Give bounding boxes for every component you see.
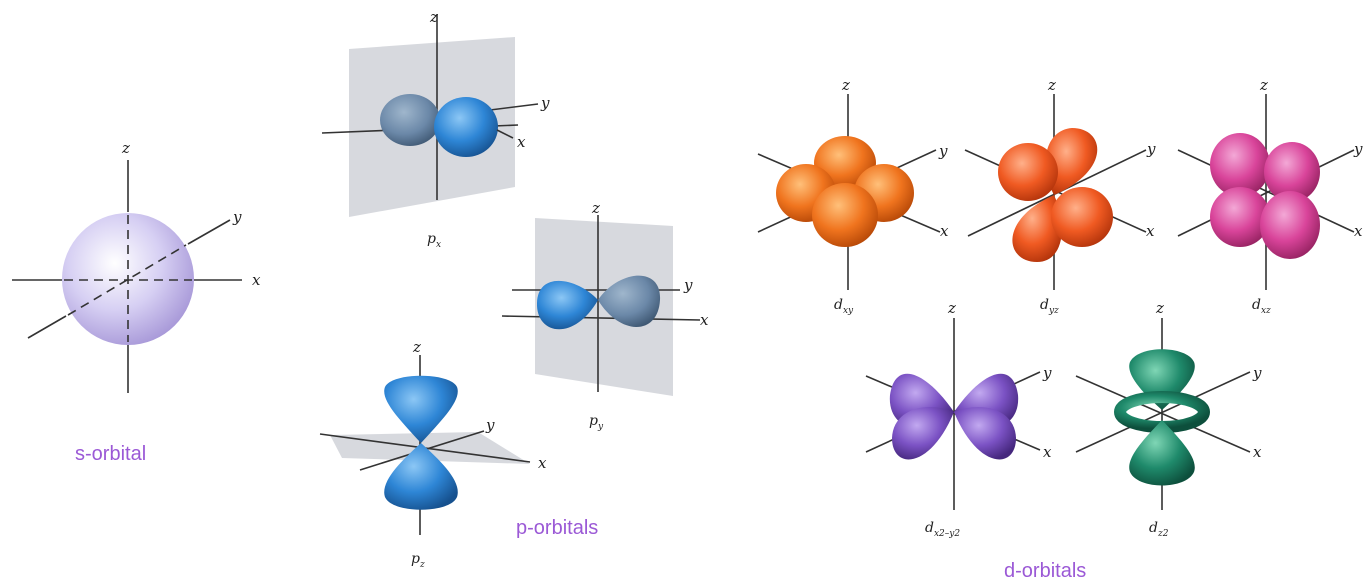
py-orbital-figure: z y x py: [501, 199, 709, 432]
dxz-lobe-lower-left: [1210, 187, 1270, 247]
px-front-lobe: [434, 97, 498, 157]
z-axis-label: z: [412, 338, 421, 356]
y-axis-label: y: [683, 276, 693, 294]
d-orbitals-label: d-orbitals: [1004, 560, 1086, 581]
x-axis-label: x: [1146, 222, 1155, 240]
s-orbital-figure: z y x s-orbital: [12, 139, 261, 465]
z-axis-label: z: [1155, 299, 1164, 317]
y-axis-label: y: [1042, 364, 1052, 382]
dxy-lobe-front: [812, 183, 878, 247]
y-axis-label: y: [232, 208, 242, 226]
z-axis-label: z: [1047, 76, 1056, 94]
y-axis: [187, 219, 231, 245]
z-axis-label: z: [429, 8, 438, 26]
y-axis-label: y: [938, 142, 948, 160]
dxz-lobe-upper-right: [1264, 142, 1320, 202]
dxz-orbital-figure: z y x dxz: [1177, 76, 1363, 316]
z-axis-label: z: [121, 139, 130, 157]
x-axis-label: x: [517, 133, 526, 151]
y-axis-label: y: [1353, 140, 1363, 158]
s-orbital-label: s-orbital: [75, 443, 146, 465]
pz-orbital-figure: z y x pz: [319, 338, 547, 570]
pz-lower-lobe: [384, 443, 458, 510]
py-back-lobe: [598, 275, 661, 327]
x-axis-label: x: [1043, 443, 1052, 461]
dz2-orbital-figure: z y x dz2: [1075, 299, 1262, 539]
x-axis: [1177, 149, 1355, 233]
dxz-lobe-upper-left: [1210, 133, 1270, 197]
dyz-lobe-upper-left: [998, 143, 1058, 201]
y-axis-label: y: [1252, 364, 1262, 382]
pz-label: pz: [411, 551, 425, 570]
dz2-lower-lobe: [1129, 420, 1195, 486]
y-axis-label: y: [485, 416, 495, 434]
x-axis-label: x: [940, 222, 949, 240]
dx2y2-orbital-figure: z y x dx2–y2: [865, 299, 1052, 539]
dyz-lobe-upper-right: [1045, 128, 1098, 195]
px-back-lobe: [380, 94, 440, 146]
y-axis-label: y: [540, 94, 550, 112]
px-label: px: [427, 231, 441, 250]
x-axis-label: x: [252, 271, 261, 289]
dxy-orbital-figure: z y x dxy: [757, 76, 949, 316]
dyz-lobe-lower-right: [1051, 187, 1113, 247]
y-axis-hidden: [67, 244, 187, 316]
x-axis-label: x: [1253, 443, 1262, 461]
x-axis: [501, 315, 701, 321]
dyz-orbital-figure: z y x dyz: [964, 76, 1156, 316]
pz-upper-lobe: [384, 375, 458, 443]
z-axis-label: z: [947, 299, 956, 317]
dxz-lobe-lower-right: [1260, 191, 1320, 259]
dx2y2-lobe-lower-left: [892, 407, 954, 460]
y-axis-lower: [27, 315, 67, 339]
z-axis-label: z: [1259, 76, 1268, 94]
x-axis-label: x: [538, 454, 547, 472]
p-orbitals-label: p-orbitals: [516, 517, 598, 539]
dxz-label: dxz: [1252, 297, 1271, 316]
y-axis: [1075, 371, 1251, 453]
px-orbital-figure: z y x px: [321, 8, 550, 250]
dz2-label: dz2: [1149, 520, 1169, 539]
y-axis-label: y: [1146, 140, 1156, 158]
x-axis-label: x: [700, 311, 709, 329]
x-axis-tip: [496, 129, 514, 139]
py-front-lobe: [536, 280, 598, 330]
dz2-upper-lobe: [1129, 349, 1195, 410]
py-label: py: [589, 413, 604, 432]
z-axis-label: z: [591, 199, 600, 217]
z-axis-label: z: [841, 76, 850, 94]
dx2y2-lobe-lower-right: [954, 407, 1016, 460]
dyz-lobe-lower-left: [1012, 195, 1062, 262]
x-axis-label: x: [1354, 222, 1363, 240]
dxy-label: dxy: [834, 297, 854, 316]
y-axis: [1177, 149, 1355, 237]
dx2y2-label: dx2–y2: [925, 520, 960, 539]
dyz-label: dyz: [1040, 297, 1059, 316]
x-axis: [1075, 375, 1251, 453]
